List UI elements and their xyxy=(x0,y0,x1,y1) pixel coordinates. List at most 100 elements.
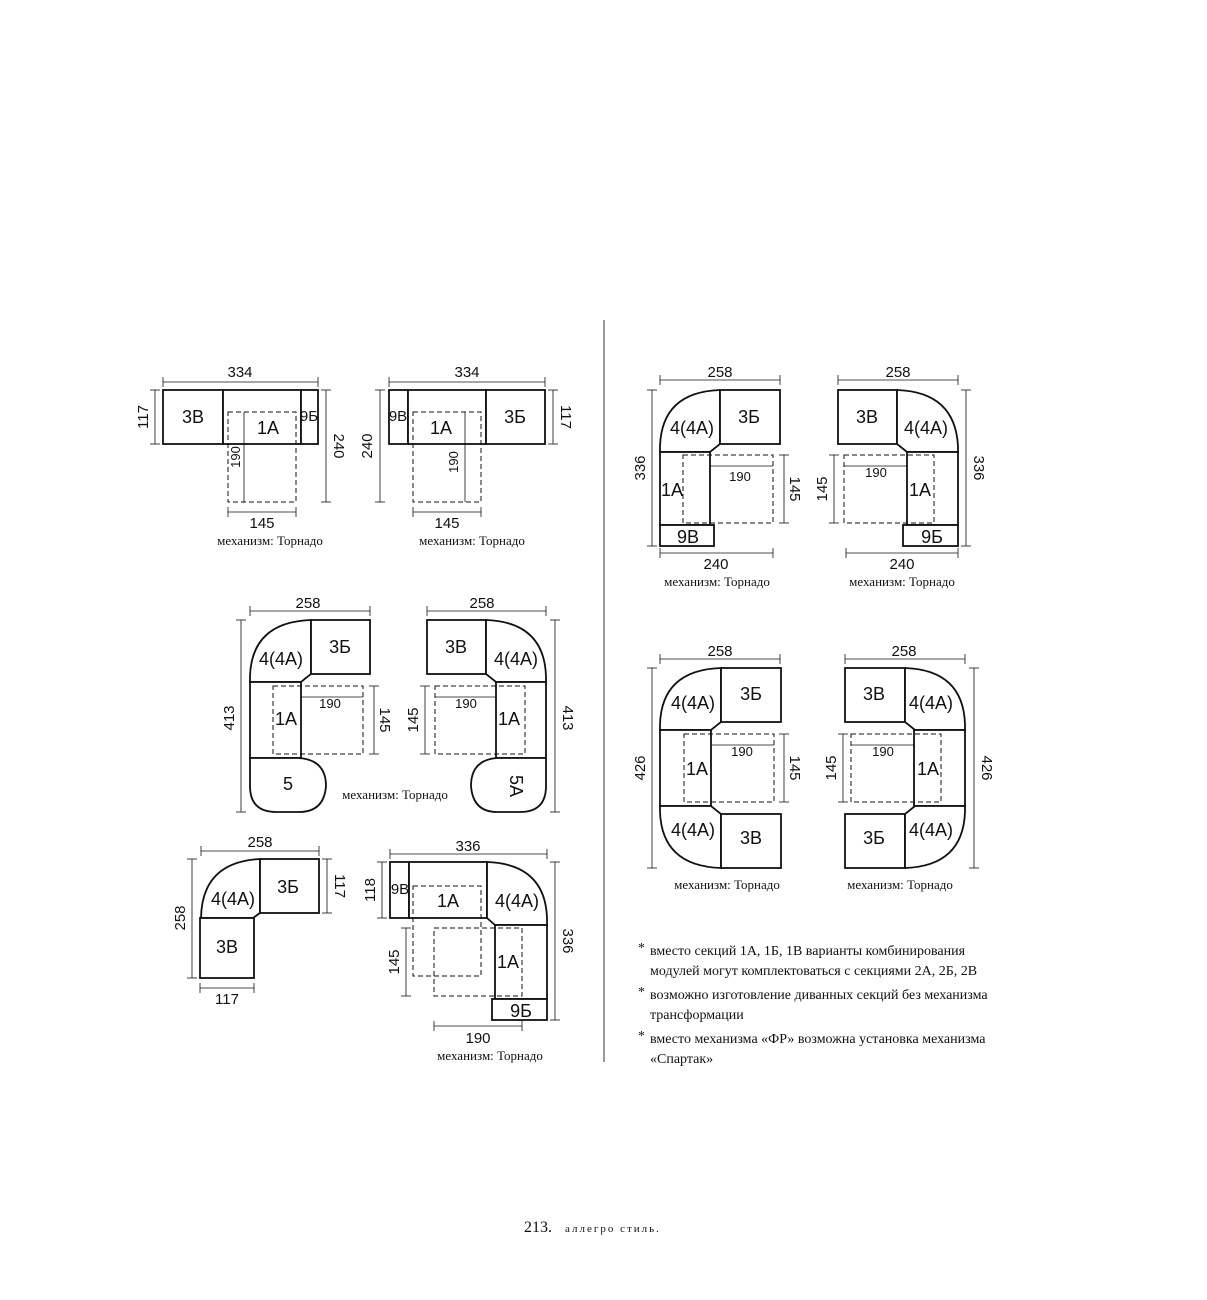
dim-bed-length: 240 xyxy=(703,556,728,573)
module-3b xyxy=(485,389,546,445)
dim-bed-length: 240 xyxy=(889,556,914,573)
module-5-rounded xyxy=(249,757,327,813)
bed-outline xyxy=(412,411,482,503)
module-label: 1А xyxy=(686,759,708,779)
module-label: 4(4А) xyxy=(259,649,303,669)
module-label: 5 xyxy=(283,774,293,794)
note-line: вместо секций 1А, 1Б, 1В варианты комбин… xyxy=(650,944,966,959)
dim-width: 334 xyxy=(454,364,479,381)
module-label: 3В xyxy=(740,828,762,848)
module-label: 3Б xyxy=(738,407,760,427)
page-footer: 213. аллегро стиль. xyxy=(524,1219,661,1236)
note-marker: * xyxy=(638,941,645,956)
dim-bed: 190 xyxy=(729,469,751,484)
module-label: 9Б xyxy=(300,408,318,425)
module-label: 3В xyxy=(182,407,204,427)
diagram-corner-sofa: 336 118 336 145 190 9В 1А 4(4А) 1А 9Б ме… xyxy=(362,838,576,1063)
dim-bed: 190 xyxy=(319,696,341,711)
module-label: 1А xyxy=(909,480,931,500)
module-label: 9В xyxy=(389,408,407,425)
dim-module-width: 117 xyxy=(215,991,239,1008)
module-label: 4(4А) xyxy=(495,891,539,911)
module-label: 1А xyxy=(437,891,459,911)
bed-outline-side xyxy=(433,927,523,997)
module-1a-vertical xyxy=(494,924,548,1000)
module-label: 4(4А) xyxy=(671,820,715,840)
diagram-caption: механизм: Торнадо xyxy=(664,574,770,589)
dim-bed-depth: 145 xyxy=(386,949,403,974)
module-9b xyxy=(491,998,548,1021)
note-line: вместо механизма «ФР» возможна установка… xyxy=(650,1032,986,1047)
dim-depth: 336 xyxy=(559,928,576,953)
dim-bed-depth: 145 xyxy=(786,476,803,501)
module-label: 9В xyxy=(391,881,409,898)
note-line: «Спартак» xyxy=(650,1052,713,1067)
module-9b xyxy=(300,389,319,445)
module-label: 9Б xyxy=(921,527,943,547)
module-label: 3Б xyxy=(740,684,762,704)
module-label: 1А xyxy=(917,759,939,779)
module-3v xyxy=(426,619,487,675)
note-marker: * xyxy=(638,985,645,1000)
dim-depth: 117 xyxy=(331,874,348,898)
module-label: 3В xyxy=(863,684,885,704)
diagram-straight-right: 334 240 117 190 145 9В 1А 3Б механизм: Т… xyxy=(359,364,574,548)
module-label: 4(4А) xyxy=(909,820,953,840)
brand-name: аллегро стиль. xyxy=(565,1223,661,1235)
dim-bed: 190 xyxy=(731,744,753,759)
module-3b xyxy=(310,619,371,675)
dim-bed-depth: 145 xyxy=(786,755,803,780)
dim-bed: 190 xyxy=(228,446,243,468)
module-label: 3Б xyxy=(863,828,885,848)
dim-bed-depth: 145 xyxy=(405,707,422,732)
bed-outline xyxy=(682,454,774,524)
dim-width: 258 xyxy=(247,834,272,851)
bed-outline-top xyxy=(412,885,482,977)
diagram-small-corner: 258 117 258 117 4(4А) 3Б 3В xyxy=(172,834,348,1008)
diagram-oval-right: 258 426 190 145 3В 4(4А) 1А 3Б 4(4А) мех… xyxy=(823,643,995,892)
module-9b xyxy=(902,524,959,547)
dim-depth: 413 xyxy=(559,705,576,730)
bed-outline xyxy=(843,454,935,524)
diagram-caption: механизм: Торнадо xyxy=(674,877,780,892)
module-label: 1А xyxy=(430,418,452,438)
dim-depth: 118 xyxy=(362,878,379,902)
module-5a-rounded xyxy=(470,757,547,813)
dim-depth: 117 xyxy=(135,405,152,429)
dim-width: 258 xyxy=(707,364,732,381)
module-label: 4(4А) xyxy=(904,418,948,438)
dim-depth: 336 xyxy=(970,455,987,480)
module-3v xyxy=(837,389,898,445)
module-corner-rounded-bottom xyxy=(904,805,966,869)
bed-outline xyxy=(434,685,526,755)
diagram-caption: механизм: Торнадо xyxy=(217,533,323,548)
module-1a xyxy=(495,681,547,759)
note-marker: * xyxy=(638,1029,645,1044)
module-3b xyxy=(719,389,781,445)
diagram-u-pair: 258 413 145 190 4(4А) 3Б 1А 5 258 413 14… xyxy=(221,595,576,813)
module-1a xyxy=(222,389,302,445)
module-label: 4(4А) xyxy=(671,693,715,713)
module-label: 1А xyxy=(498,709,520,729)
module-label: 3В xyxy=(216,937,238,957)
module-label: 3В xyxy=(856,407,878,427)
diagram-caption: механизм: Торнадо xyxy=(847,877,953,892)
dim-bed-depth: 145 xyxy=(814,476,831,501)
diagram-corner-left: 258 336 145 190 240 4(4А) 3Б 1А 9В механ… xyxy=(632,364,803,589)
module-label: 5А xyxy=(506,775,526,797)
module-1a xyxy=(659,451,711,526)
dim-bed: 190 xyxy=(455,696,477,711)
module-label: 1А xyxy=(661,480,683,500)
module-corner-rounded-bottom xyxy=(659,805,722,869)
diagram-corner-right: 258 336 145 190 240 3В 4(4А) 1А 9Б механ… xyxy=(814,364,987,589)
dim-depth: 426 xyxy=(978,755,995,780)
dim-depth: 258 xyxy=(172,905,189,930)
dim-bed: 190 xyxy=(446,451,461,473)
module-label: 1А xyxy=(497,952,519,972)
dim-depth: 413 xyxy=(221,705,238,730)
module-label: 4(4А) xyxy=(909,693,953,713)
diagram-straight-left: 334 117 240 190 145 3В 1А 9Б механизм: Т… xyxy=(135,364,347,548)
bed-outline xyxy=(683,733,775,803)
module-3b xyxy=(720,667,782,723)
